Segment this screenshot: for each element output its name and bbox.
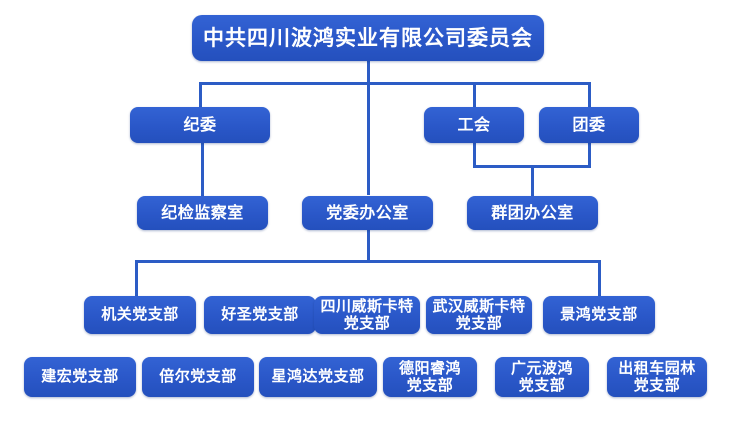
connector-tuanwei-drop [588, 143, 591, 167]
node-jiguan-dangzhibu[interactable]: 机关党支部 [84, 296, 196, 334]
node-jijian-jiancha-shi[interactable]: 纪检监察室 [137, 196, 268, 230]
node-xinghongda-dangzhibu[interactable]: 星鸿达党支部 [259, 357, 377, 397]
connector-to-gonghui [473, 82, 476, 108]
connector-root-trunk [367, 61, 370, 195]
node-jiwei[interactable]: 纪委 [130, 107, 270, 143]
node-sichuan-weisikate-dangzhibu[interactable]: 四川威斯卡特 党支部 [314, 296, 420, 334]
node-wuhan-weisikate-dangzhibu[interactable]: 武汉威斯卡特 党支部 [426, 296, 532, 334]
node-guangyuan-bohong-dangzhibu[interactable]: 广元波鸿 党支部 [495, 357, 589, 397]
connector-level2-bar [199, 82, 591, 85]
node-beier-dangzhibu[interactable]: 倍尔党支部 [142, 357, 254, 397]
node-haosheng-dangzhibu[interactable]: 好圣党支部 [204, 296, 316, 334]
node-dangwei-bangongshi[interactable]: 党委办公室 [302, 196, 433, 230]
connector-gonghui-drop [473, 143, 476, 167]
connector-dangwei-trunk [367, 230, 370, 262]
node-root[interactable]: 中共四川波鸿实业有限公司委员会 [192, 15, 544, 61]
node-deyang-ruihong-dangzhibu[interactable]: 德阳睿鸿 党支部 [383, 357, 477, 397]
connector-to-jiwei [199, 82, 202, 108]
connector-branch-bar [135, 260, 601, 263]
node-tuanwei[interactable]: 团委 [539, 107, 639, 143]
connector-to-tuanwei [588, 82, 591, 108]
node-jinghong-dangzhibu[interactable]: 景鸿党支部 [543, 296, 655, 334]
connector-branch-right-drop [598, 260, 601, 296]
node-jianhong-dangzhibu[interactable]: 建宏党支部 [24, 357, 136, 397]
node-chuzuche-yuanlin-dangzhibu[interactable]: 出租车园林 党支部 [607, 357, 707, 397]
connector-branch-left-drop [135, 260, 138, 296]
node-gonghui[interactable]: 工会 [424, 107, 524, 143]
connector-to-quntuan-bgs [531, 165, 534, 196]
connector-jiwei-jijian [201, 143, 204, 196]
node-quntuan-bangongshi[interactable]: 群团办公室 [467, 196, 598, 230]
